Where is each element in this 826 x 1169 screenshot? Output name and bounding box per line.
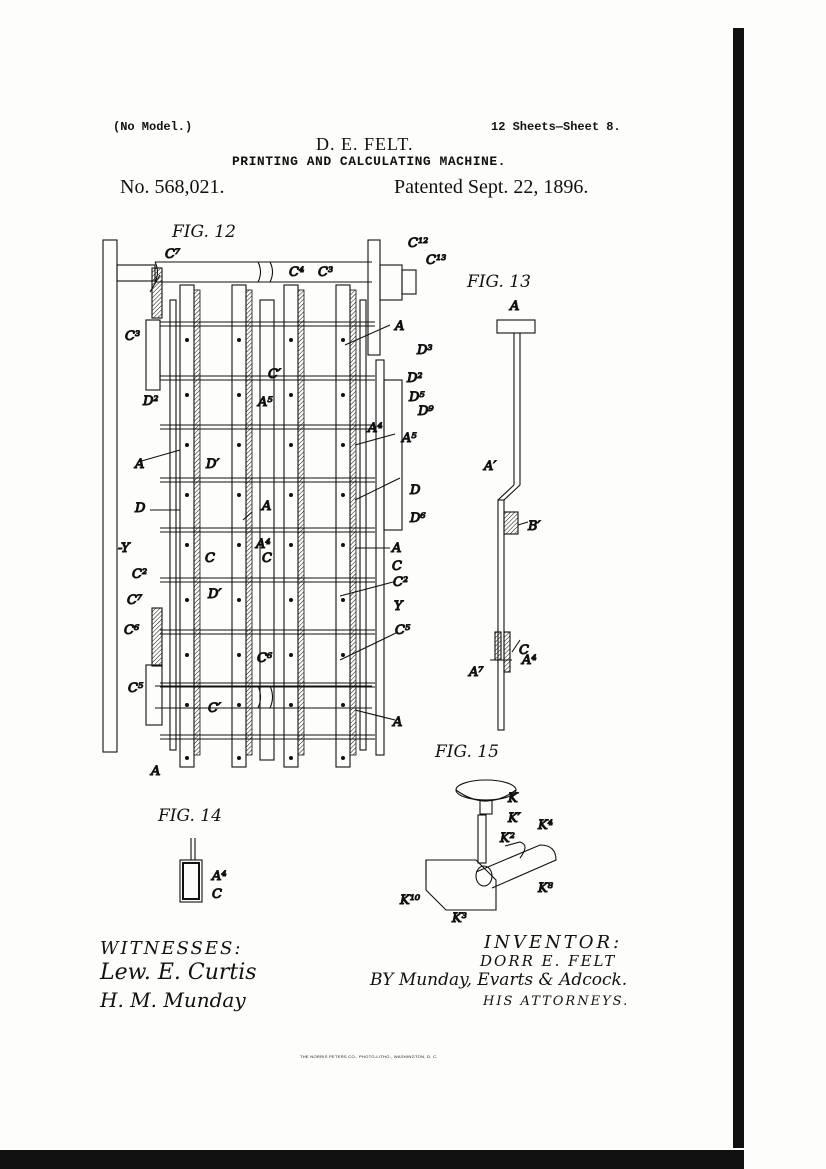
printer-credit: THE NORRIS PETERS CO., PHOTO-LITHO., WAS… <box>300 1054 438 1059</box>
svg-text:D²: D² <box>142 394 159 409</box>
svg-text:A⁴: A⁴ <box>255 537 271 552</box>
svg-text:C⁵: C⁵ <box>395 623 411 638</box>
scan-border-bottom <box>0 1150 744 1169</box>
svg-text:A⁴: A⁴ <box>367 421 383 436</box>
svg-text:C⁷: C⁷ <box>127 593 143 608</box>
fig12-drawing: C⁷ C³ D² C′ A⁵ A D′ D A A⁴ -Y C C C² D′ … <box>102 235 447 780</box>
svg-text:A: A <box>134 457 144 472</box>
svg-text:A⁷: A⁷ <box>468 665 484 680</box>
svg-text:C: C <box>392 559 402 574</box>
svg-text:A: A <box>150 764 160 779</box>
svg-text:C: C <box>212 887 222 902</box>
svg-text:C: C <box>205 551 215 566</box>
svg-text:C: C <box>519 643 529 658</box>
svg-text:K⁴: K⁴ <box>537 818 553 833</box>
svg-text:D⁵: D⁵ <box>408 390 425 405</box>
fig13-drawing: A A′ B′ C A⁷ A⁴ <box>467 298 541 731</box>
svg-text:C¹³: C¹³ <box>426 253 446 268</box>
svg-text:K′: K′ <box>507 811 521 826</box>
svg-text:D′: D′ <box>205 457 219 472</box>
svg-text:D′: D′ <box>207 587 221 602</box>
inventor-name: D. E. FELT. <box>316 134 414 154</box>
svg-text:A⁴: A⁴ <box>211 869 227 884</box>
svg-text:D³: D³ <box>416 343 433 358</box>
svg-text:K²: K² <box>499 831 515 846</box>
witness-1-signature: Lew. E. Curtis <box>100 960 257 985</box>
svg-text:C⁶: C⁶ <box>124 623 139 638</box>
fig12-label: FIG. 12 <box>172 222 236 242</box>
svg-text:-Y: -Y <box>118 541 131 556</box>
svg-text:A: A <box>509 299 519 314</box>
svg-text:C⁷: C⁷ <box>165 247 181 262</box>
svg-text:A⁵: A⁵ <box>257 395 273 410</box>
svg-text:K³: K³ <box>451 911 467 926</box>
model-note: (No Model.) <box>113 120 193 134</box>
svg-text:A: A <box>394 319 404 334</box>
svg-text:B′: B′ <box>527 519 541 534</box>
svg-text:D: D <box>409 483 421 498</box>
svg-text:D⁶: D⁶ <box>409 511 426 526</box>
svg-text:A′: A′ <box>483 459 496 474</box>
svg-text:D⁹: D⁹ <box>417 404 434 419</box>
fig13-label: FIG. 13 <box>467 272 531 292</box>
witnesses-label: WITNESSES: <box>100 938 243 959</box>
svg-text:C⁴: C⁴ <box>289 265 304 280</box>
patent-number: No. 568,021. <box>120 176 225 198</box>
patent-date: Patented Sept. 22, 1896. <box>394 176 589 198</box>
svg-text:C¹²: C¹² <box>408 236 428 251</box>
svg-text:K¹⁰: K¹⁰ <box>399 893 421 908</box>
svg-text:C³: C³ <box>125 329 140 344</box>
svg-text:D: D <box>134 501 146 516</box>
svg-text:C⁶: C⁶ <box>257 651 272 666</box>
fig15-label: FIG. 15 <box>435 742 499 762</box>
svg-text:A⁵: A⁵ <box>401 431 417 446</box>
svg-text:C′: C′ <box>208 701 221 716</box>
svg-text:A⁴: A⁴ <box>521 653 537 668</box>
inventor-signature: DORR E. FELT <box>480 952 617 970</box>
svg-text:C⁵: C⁵ <box>128 681 144 696</box>
fig14-drawing: A⁴ C <box>179 838 227 903</box>
svg-text:C²: C² <box>393 575 408 590</box>
svg-text:C′: C′ <box>268 367 281 382</box>
inventor-label: INVENTOR: <box>484 932 623 953</box>
svg-text:Y: Y <box>394 599 404 614</box>
svg-text:C: C <box>262 551 272 566</box>
svg-text:D²: D² <box>406 371 423 386</box>
svg-text:K: K <box>507 791 519 806</box>
attorneys-signature: BY Munday, Evarts & Adcock. <box>370 970 628 990</box>
svg-text:C²: C² <box>132 567 147 582</box>
svg-text:A: A <box>392 715 402 730</box>
svg-text:A: A <box>391 541 401 556</box>
svg-text:A: A <box>261 499 271 514</box>
svg-text:C³: C³ <box>318 265 333 280</box>
sheet-info: 12 Sheets—Sheet 8. <box>491 120 621 134</box>
fig15-drawing: K K′ K² K⁴ K⁸ K¹⁰ K³ <box>398 779 557 927</box>
patent-title: PRINTING AND CALCULATING MACHINE. <box>232 154 506 169</box>
attorneys-label: HIS ATTORNEYS. <box>483 994 630 1009</box>
fig14-label: FIG. 14 <box>158 806 222 826</box>
witness-2-signature: H. M. Munday <box>100 988 246 1012</box>
svg-text:K⁸: K⁸ <box>537 881 554 896</box>
scan-border-right <box>733 28 744 1148</box>
